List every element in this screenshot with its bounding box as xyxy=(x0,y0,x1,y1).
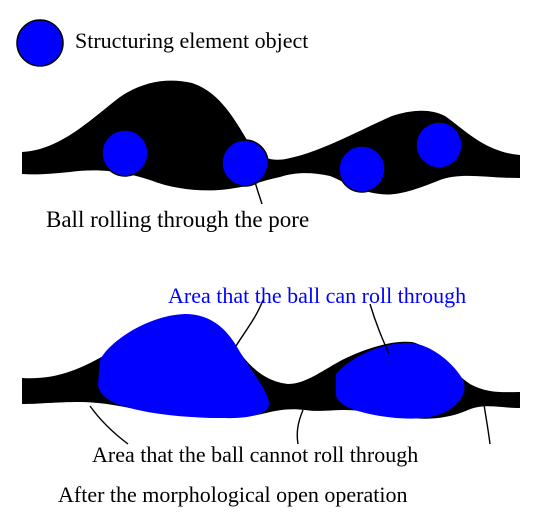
reachable-region-1 xyxy=(98,314,270,419)
reachable-label: Area that the ball can roll through xyxy=(168,283,467,308)
reachable-region-2 xyxy=(336,342,465,419)
reachable-pointer-1 xyxy=(235,299,264,347)
top-ball-2 xyxy=(221,139,269,187)
legend-label: Structuring element object xyxy=(75,28,309,53)
top-pore-shape xyxy=(22,80,520,195)
legend-ball-icon xyxy=(16,19,64,67)
unreachable-label: Area that the ball cannot roll through xyxy=(92,442,419,467)
unreachable-pointer-1 xyxy=(89,405,129,445)
top-ball-3 xyxy=(338,145,386,193)
top-ball-4 xyxy=(415,121,463,169)
unreachable-pointer-2 xyxy=(296,409,304,445)
top-caption: Ball rolling through the pore xyxy=(46,207,310,232)
top-caption-pointer xyxy=(254,181,263,205)
bottom-caption: After the morphological open operation xyxy=(58,482,408,507)
unreachable-pointer-3 xyxy=(482,397,491,445)
top-ball-1 xyxy=(101,129,149,177)
reachable-pointer-2 xyxy=(369,303,390,355)
